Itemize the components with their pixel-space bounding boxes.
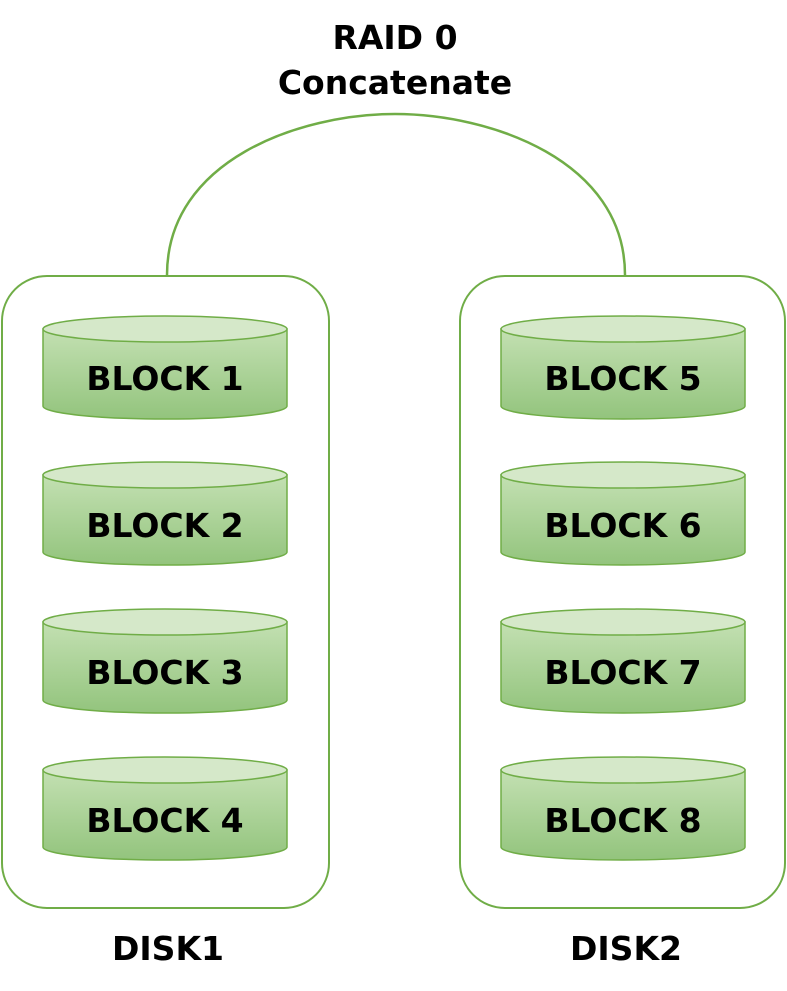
cylinder-body <box>42 474 288 566</box>
cylinder-body <box>42 769 288 861</box>
cylinder-body <box>500 621 746 714</box>
cylinder-body <box>42 621 288 714</box>
cylinder-body <box>500 328 746 420</box>
cylinder-top <box>500 756 746 784</box>
block-cylinder: BLOCK 6 <box>500 461 746 566</box>
block-cylinder: BLOCK 4 <box>42 756 288 861</box>
cylinder-top <box>42 461 288 489</box>
block-label: BLOCK 7 <box>544 653 701 692</box>
block-label: BLOCK 3 <box>86 653 243 692</box>
block-cylinder: BLOCK 8 <box>500 756 746 861</box>
cylinder-top <box>500 608 746 636</box>
cylinder-top <box>42 315 288 343</box>
concatenate-arc <box>165 112 627 276</box>
block-label: BLOCK 1 <box>86 359 243 398</box>
block-label: BLOCK 2 <box>86 506 243 545</box>
cylinder-top <box>500 461 746 489</box>
block-cylinder: BLOCK 1 <box>42 315 288 420</box>
cylinder-top <box>500 315 746 343</box>
block-label: BLOCK 5 <box>544 359 701 398</box>
disk2-label: DISK2 <box>570 929 682 968</box>
cylinder-body <box>500 769 746 861</box>
block-cylinder: BLOCK 5 <box>500 315 746 420</box>
block-label: BLOCK 6 <box>544 506 701 545</box>
block-cylinder: BLOCK 2 <box>42 461 288 566</box>
diagram-title-line2: Concatenate <box>278 63 512 102</box>
cylinder-top <box>42 756 288 784</box>
disk1-label: DISK1 <box>112 929 224 968</box>
block-cylinder: BLOCK 3 <box>42 608 288 714</box>
disk1-container <box>1 275 330 909</box>
cylinder-top <box>42 608 288 636</box>
cylinder-body <box>500 474 746 566</box>
block-label: BLOCK 4 <box>86 801 243 840</box>
block-label: BLOCK 8 <box>544 801 701 840</box>
block-cylinder: BLOCK 7 <box>500 608 746 714</box>
disk2-container <box>459 275 786 909</box>
cylinder-body <box>42 328 288 420</box>
diagram-title-line1: RAID 0 <box>332 18 457 57</box>
